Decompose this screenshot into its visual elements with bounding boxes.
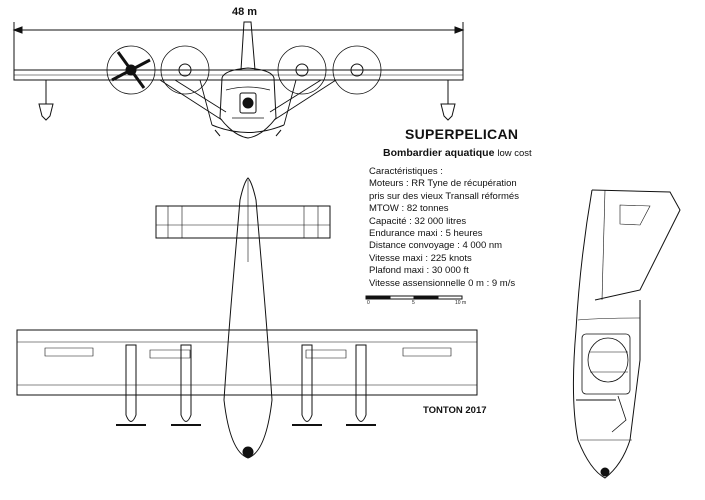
spec-line: Endurance maxi : 5 heures [369, 228, 483, 240]
top-view [17, 178, 477, 458]
front-vertical-tail [241, 22, 255, 70]
specs-block: Caractéristiques : Moteurs : RR Tyne de … [369, 166, 519, 290]
spec-line: Vitesse maxi : 225 knots [369, 252, 472, 264]
nacelles [126, 345, 366, 422]
spec-line: Moteurs : RR Tyne de récupération [369, 178, 517, 190]
side-fuselage [573, 190, 640, 478]
scale-label-5: 5 [412, 300, 415, 306]
scale-bar [366, 296, 462, 299]
subtitle-main: Bombardier aquatique [383, 147, 495, 159]
scale-label-0: 0 [367, 300, 370, 306]
side-nose [601, 468, 609, 476]
horizontal-tail [156, 206, 330, 238]
scale-label-10: 10 m [455, 300, 467, 306]
side-fin [592, 190, 680, 300]
spec-line: Distance convoyage : 4 000 nm [369, 240, 503, 252]
spec-line: MTOW : 82 tonnes [369, 203, 449, 215]
side-view [573, 190, 680, 478]
drawing-title: SUPERPELICAN [405, 126, 519, 142]
front-fuselage [212, 68, 284, 138]
side-wing-nacelle [576, 334, 630, 400]
spec-line: Plafond maxi : 30 000 ft [369, 265, 469, 277]
spec-line: Vitesse assensionnelle 0 m : 9 m/s [369, 277, 516, 289]
span-dimension [14, 22, 463, 78]
front-engines [107, 46, 381, 94]
spec-line: pris sur des vieux Transall réformés [369, 190, 519, 202]
main-wing [17, 330, 477, 395]
spec-line: Caractéristiques : [369, 166, 443, 177]
spec-line: Capacité : 32 000 litres [369, 215, 467, 227]
nose-radome [243, 447, 253, 457]
author-signature: TONTON 2017 [423, 405, 487, 416]
front-view [14, 22, 463, 138]
drawing-subtitle: Bombardier aquatique low cost [383, 147, 532, 159]
span-label: 48 m [232, 6, 258, 18]
top-fuselage [224, 178, 272, 458]
front-floats [39, 80, 455, 120]
subtitle-small: low cost [497, 148, 532, 159]
front-wing [14, 70, 463, 80]
